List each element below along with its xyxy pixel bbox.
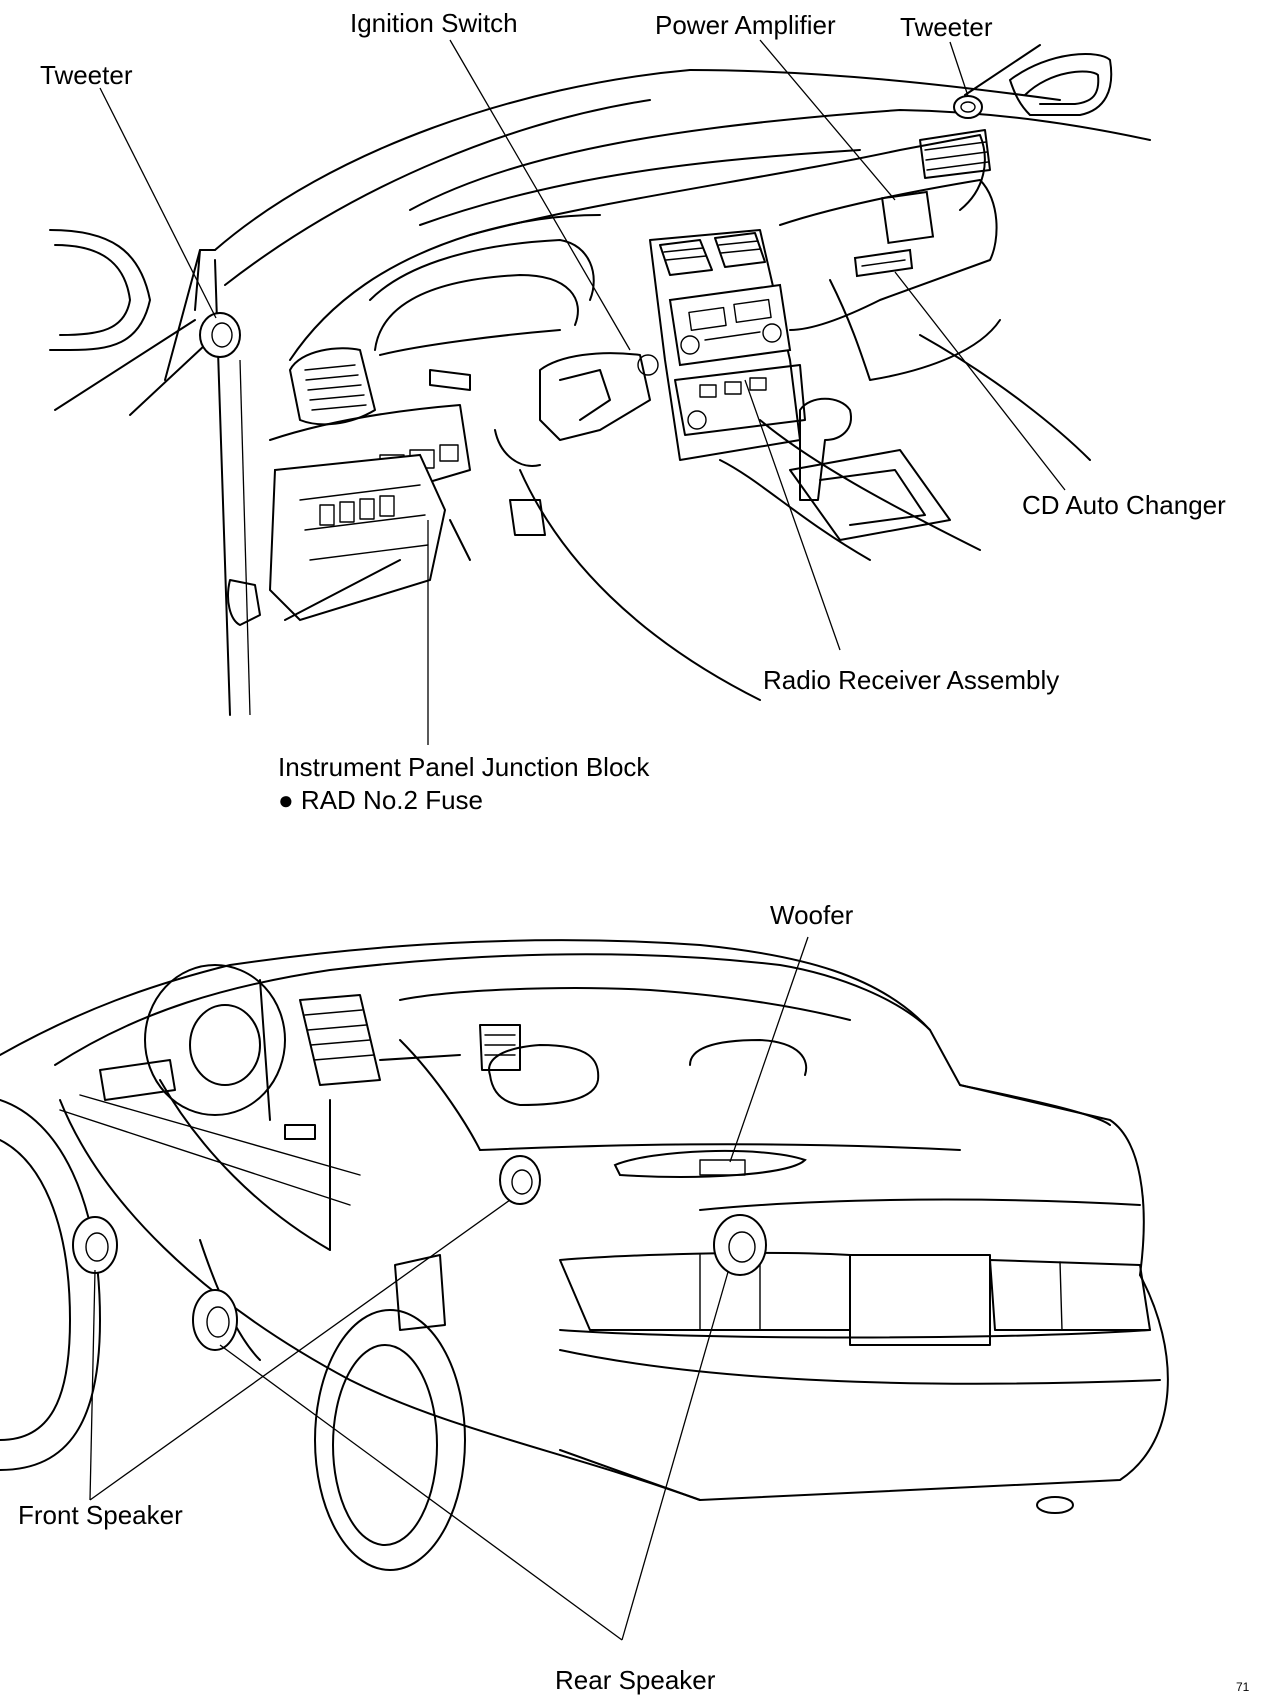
label-tweeter-left: Tweeter xyxy=(40,60,133,90)
label-woofer: Woofer xyxy=(770,900,854,930)
label-rear-speaker: Rear Speaker xyxy=(555,1665,716,1695)
car-drawing xyxy=(0,939,1169,1571)
label-power-amplifier: Power Amplifier xyxy=(655,10,836,40)
label-cd-auto-changer: CD Auto Changer xyxy=(1022,490,1226,520)
label-front-speaker: Front Speaker xyxy=(18,1500,183,1530)
label-instrument-panel-junction-block: Instrument Panel Junction Block xyxy=(278,752,650,782)
dashboard-drawing xyxy=(49,44,1151,716)
label-radio-receiver-assembly: Radio Receiver Assembly xyxy=(763,665,1060,695)
label-ignition-switch: Ignition Switch xyxy=(350,8,518,38)
dashboard-leader-lines xyxy=(99,39,1066,745)
label-rad-no2-fuse: ● RAD No.2 Fuse xyxy=(278,785,483,815)
car-leader-lines xyxy=(89,936,809,1641)
label-tweeter-right: Tweeter xyxy=(900,12,993,42)
figure-code: 71 xyxy=(1236,1680,1250,1694)
